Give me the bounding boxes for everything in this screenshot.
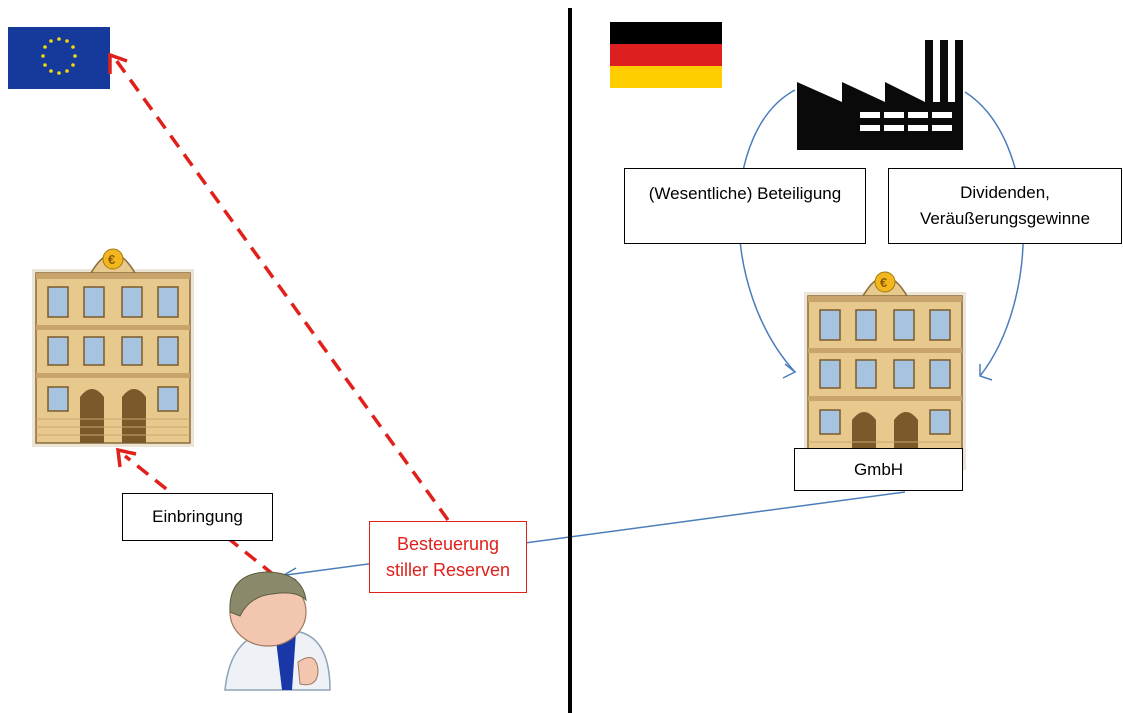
gmbh-text: GmbH	[853, 459, 904, 479]
einbringung-text: Einbringung	[152, 507, 243, 526]
einbringung-label: Einbringung	[122, 493, 273, 541]
beteiligung-label: (Wesentliche) Beteiligung	[624, 168, 866, 244]
german-flag-icon	[610, 22, 722, 88]
besteuerung-line2: stiller Reserven	[385, 560, 511, 580]
factory-icon	[797, 40, 963, 150]
besteuerung-label: Besteuerung stiller Reserven	[369, 521, 527, 593]
border-divider	[568, 8, 572, 713]
bank-building-de-icon	[803, 271, 967, 471]
red-arrow-eu	[114, 58, 450, 522]
eu-flag-icon	[8, 27, 110, 89]
red-arrowhead-eu	[108, 52, 128, 74]
besteuerung-line1: Besteuerung	[396, 534, 500, 554]
gmbh-label: GmbH	[794, 448, 963, 491]
businessman-icon	[224, 571, 331, 691]
bank-building-eu-icon	[31, 248, 195, 448]
dividenden-label: Dividenden, Veräußerungsgewinne	[888, 168, 1122, 244]
dividenden-line2: Veräußerungsgewinne	[919, 209, 1091, 228]
beteiligung-text: (Wesentliche) Beteiligung	[648, 184, 842, 203]
dividenden-line1: Dividenden,	[960, 183, 1050, 202]
red-arrowhead-einbringung	[115, 447, 137, 468]
